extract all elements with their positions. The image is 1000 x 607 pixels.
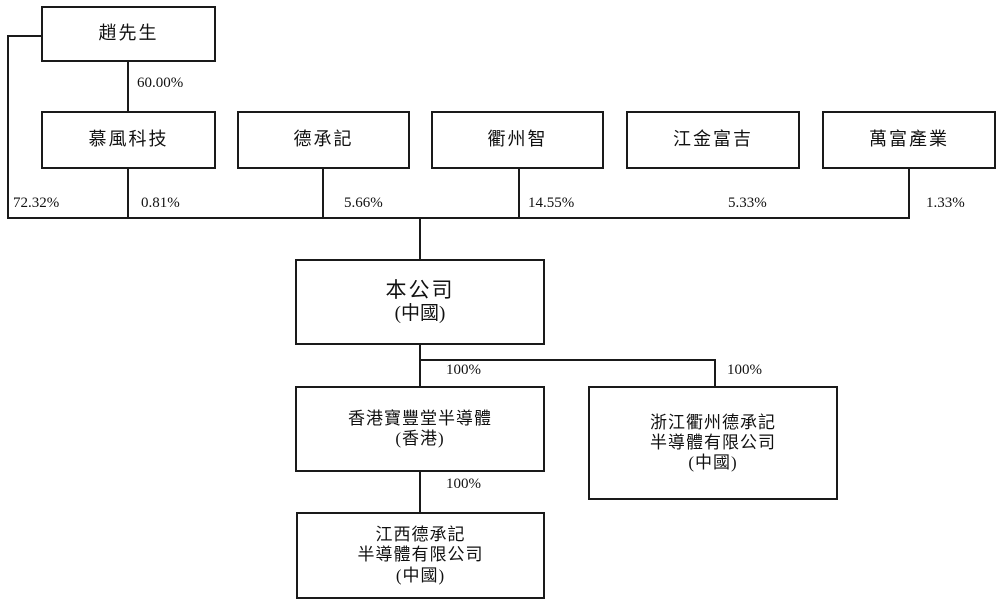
- node-zhejiang: 浙江衢州德承記 半導體有限公司 (中國): [588, 386, 838, 500]
- connector-zhao-mufeng: [127, 62, 129, 111]
- pct-zhao-company: 72.32%: [13, 195, 60, 211]
- node-wanfu: 萬富產業: [822, 111, 996, 169]
- connector-hongkong-jiangxi: [419, 472, 421, 512]
- node-hongkong-region: (香港): [395, 429, 445, 448]
- node-zhejiang-label2: 半導體有限公司: [650, 432, 776, 452]
- pct-jiangjinfuji-company: 5.33%: [728, 195, 767, 211]
- connector-dechengji-bus: [322, 169, 324, 217]
- pct-zhao-mufeng: 60.00%: [137, 75, 184, 91]
- node-dechengji: 德承記: [237, 111, 410, 169]
- pct-mufeng-company: 0.81%: [141, 195, 180, 211]
- node-quzhouzhi: 衢州智: [431, 111, 604, 169]
- node-jiangxi-label: 江西德承記: [375, 525, 466, 545]
- connector-wanfu-bus: [908, 169, 910, 217]
- node-zhejiang-label: 浙江衢州德承記: [650, 412, 776, 432]
- connector-mufeng-bus: [127, 169, 129, 217]
- connector-quzhouzhi-bus: [518, 169, 520, 217]
- pct-hongkong-jiangxi: 100%: [446, 476, 481, 492]
- connector-zhao-left-loop: [7, 35, 9, 219]
- connector-bus-line: [7, 217, 910, 219]
- node-hongkong: 香港寶豐堂半導體 (香港): [295, 386, 545, 472]
- connector-company-split: [419, 345, 421, 361]
- node-company-region: (中國): [394, 303, 446, 325]
- connector-split-horizontal: [419, 359, 716, 361]
- pct-company-hongkong: 100%: [446, 362, 481, 378]
- pct-quzhouzhi-company: 14.55%: [528, 195, 575, 211]
- pct-company-zhejiang: 100%: [727, 362, 762, 378]
- node-mufeng-label: 慕風科技: [88, 129, 169, 150]
- pct-dechengji-company: 5.66%: [344, 195, 383, 211]
- node-mufeng: 慕風科技: [41, 111, 216, 169]
- node-jiangjinfuji-label: 江金富吉: [673, 129, 753, 150]
- pct-wanfu-company: 1.33%: [926, 195, 965, 211]
- node-hongkong-label: 香港寶豐堂半導體: [348, 408, 492, 428]
- node-jiangxi-label2: 半導體有限公司: [357, 545, 484, 565]
- connector-bus-company: [419, 219, 421, 259]
- node-wanfu-label: 萬富產業: [869, 129, 949, 150]
- node-jiangxi-region: (中國): [395, 565, 446, 585]
- node-jiangxi: 江西德承記 半導體有限公司 (中國): [296, 512, 545, 599]
- connector-zhao-left-stub: [7, 35, 43, 37]
- connector-split-zhejiang: [714, 359, 716, 386]
- node-jiangjinfuji: 江金富吉: [626, 111, 800, 169]
- node-zhejiang-region: (中國): [688, 453, 738, 473]
- node-zhao-label: 趙先生: [98, 23, 159, 44]
- connector-split-hongkong: [419, 359, 421, 386]
- node-zhao: 趙先生: [41, 6, 216, 62]
- node-company-label: 本公司: [385, 278, 455, 303]
- node-company: 本公司 (中國): [295, 259, 545, 345]
- node-dechengji-label: 德承記: [293, 129, 354, 150]
- node-quzhouzhi-label: 衢州智: [487, 129, 548, 150]
